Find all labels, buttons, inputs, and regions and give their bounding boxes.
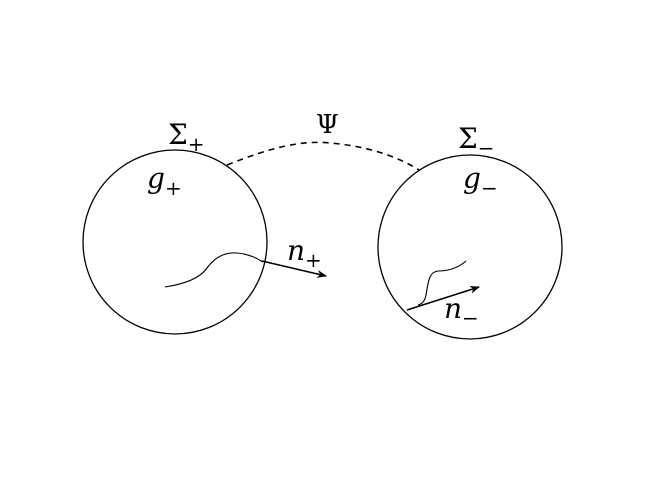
- right-wiggle-curve: [417, 260, 467, 306]
- n-minus-arrow: [406, 285, 480, 311]
- sigma-plus-label: Σ+: [168, 118, 205, 156]
- n-plus-label: n+: [287, 234, 322, 272]
- left-wiggle-curve: [164, 252, 264, 288]
- n-minus-label: n−: [444, 292, 479, 330]
- n-plus-arrow: [261, 260, 327, 278]
- right-sphere: [377, 154, 563, 340]
- g-minus-label: g−: [463, 162, 498, 200]
- psi-label: Ψ: [316, 110, 339, 140]
- sigma-minus-label: Σ−: [458, 122, 495, 160]
- g-plus-label: g+: [147, 162, 182, 200]
- left-sphere: [82, 149, 268, 335]
- psi-connection: [226, 141, 420, 171]
